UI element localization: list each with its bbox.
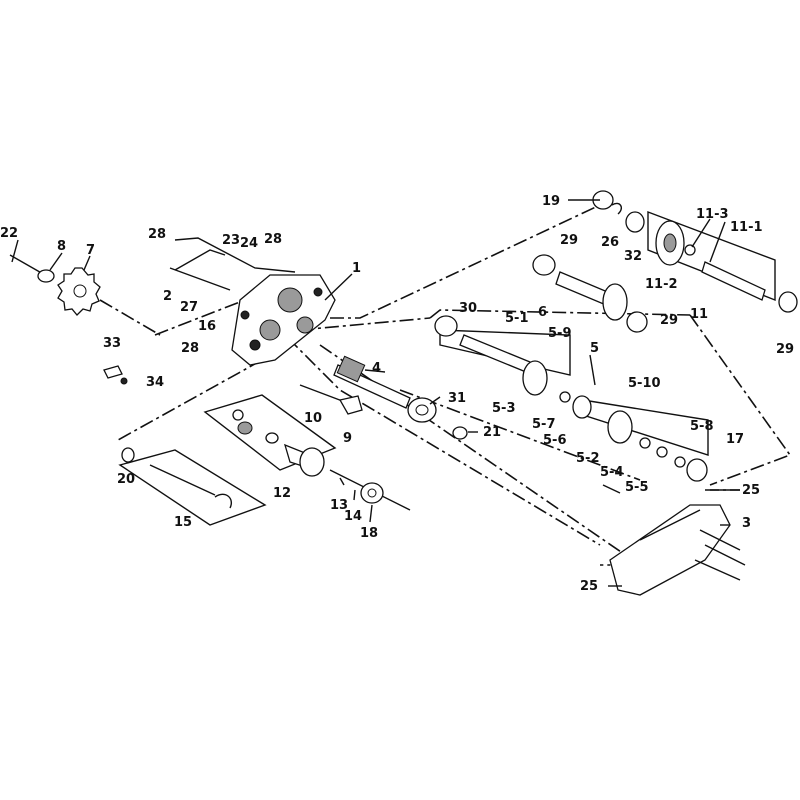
label-17: 17: [726, 432, 744, 447]
label-25-bottom: 25: [580, 579, 598, 594]
label-19: 19: [542, 194, 560, 209]
label-28-top-left: 28: [148, 227, 166, 242]
label-4: 4: [372, 361, 381, 376]
label-3: 3: [742, 516, 751, 531]
label-12: 12: [273, 486, 291, 501]
shaft-group-15: [121, 447, 232, 509]
crankcase-1: [169, 249, 336, 366]
label-14: 14: [344, 509, 362, 524]
label-20: 20: [117, 472, 135, 487]
label-5-6: 5-6: [543, 433, 567, 448]
label-2: 2: [163, 289, 172, 304]
label-31: 31: [448, 391, 466, 406]
label-10: 10: [304, 411, 322, 426]
nut-8: [37, 269, 55, 283]
label-5-1: 5-1: [505, 311, 529, 326]
label-33: 33: [103, 336, 121, 351]
seal-21: [452, 426, 468, 440]
label-25-top: 25: [742, 483, 760, 498]
label-5-8: 5-8: [690, 419, 714, 434]
label-18: 18: [360, 526, 378, 541]
label-23: 23: [222, 233, 240, 248]
label-34: 34: [146, 375, 164, 390]
label-9: 9: [343, 431, 352, 446]
label-5-10: 5-10: [628, 376, 661, 391]
label-5-4: 5-4: [600, 465, 624, 480]
output-shaft-group-5: [434, 315, 708, 482]
countershaft-6: [532, 254, 648, 333]
label-22: 22: [0, 226, 18, 241]
label-8: 8: [57, 239, 66, 254]
label-5-9: 5-9: [548, 326, 572, 341]
label-6: 6: [538, 305, 547, 320]
upper-shaft-group-11: [592, 190, 798, 313]
label-30: 30: [459, 301, 477, 316]
label-11-2: 11-2: [645, 277, 678, 292]
label-27: 27: [180, 300, 198, 315]
main-shaft-4: [333, 355, 468, 440]
label-11-3: 11-3: [696, 207, 729, 222]
part-number-labels: 1 2 3 4 5 5-1 5-2 5-3 5-4 5-5 5-6 5-7 5-…: [0, 194, 794, 594]
label-5-7: 5-7: [532, 417, 556, 432]
label-16: 16: [198, 319, 216, 334]
bolt-group-33-34: [103, 365, 128, 385]
drive-sprocket-group: [9, 254, 161, 336]
label-26: 26: [601, 235, 619, 250]
label-29-right: 29: [776, 342, 794, 357]
label-29-top: 29: [560, 233, 578, 248]
label-11-1: 11-1: [730, 220, 763, 235]
label-5: 5: [590, 341, 599, 356]
label-15: 15: [174, 515, 192, 530]
leader-lines: [11, 199, 740, 587]
label-21: 21: [483, 425, 501, 440]
label-7: 7: [86, 243, 95, 258]
label-28-top-right: 28: [264, 232, 282, 247]
label-5-3: 5-3: [492, 401, 516, 416]
seal-20: [121, 447, 135, 463]
label-5-2: 5-2: [576, 451, 600, 466]
label-5-5: 5-5: [625, 480, 649, 495]
shift-parts-9-10: [299, 384, 363, 415]
label-13: 13: [330, 498, 348, 513]
label-28-left: 28: [181, 341, 199, 356]
parts-13-14-18: [329, 469, 411, 511]
shift-drum-group-12: [232, 409, 325, 477]
label-1: 1: [352, 261, 361, 276]
label-24: 24: [240, 236, 258, 251]
label-32: 32: [624, 249, 642, 264]
label-29-middle: 29: [660, 313, 678, 328]
side-cover-3: [609, 504, 746, 596]
label-11: 11: [690, 307, 708, 322]
